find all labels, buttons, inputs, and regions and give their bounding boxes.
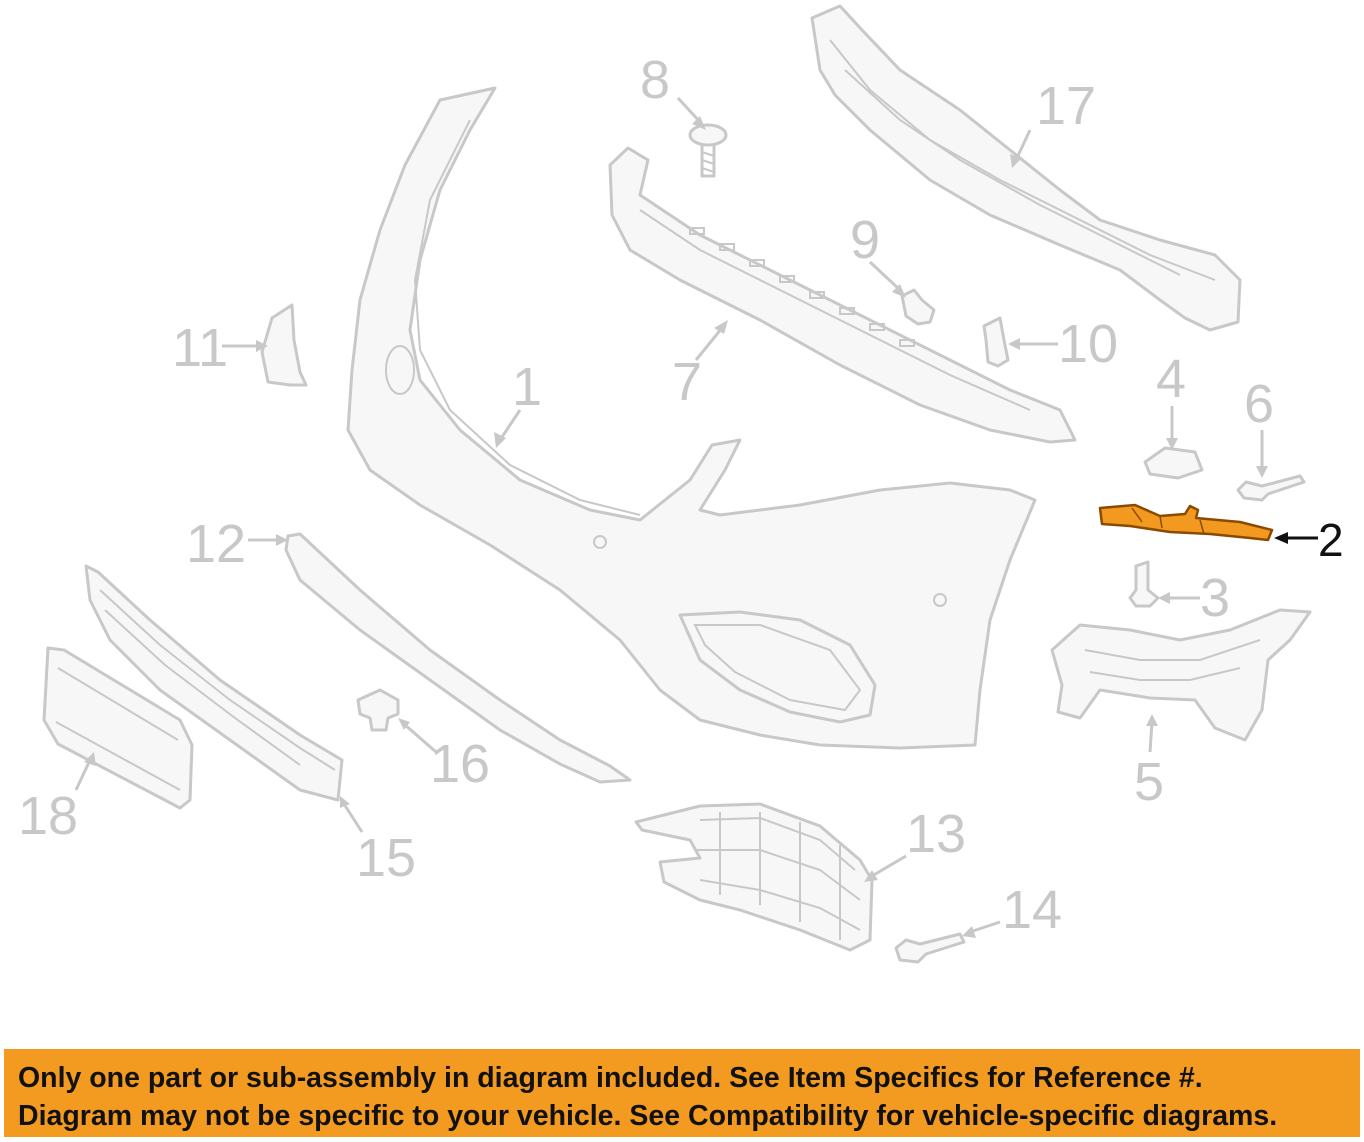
part-2-side-bracket <box>1098 503 1274 542</box>
part-12-trim-strip <box>284 532 632 784</box>
part-14-rivet <box>894 932 966 964</box>
callout-10: 10 <box>1058 314 1118 374</box>
callout-13: 13 <box>906 804 966 864</box>
part-16-clip <box>356 688 400 732</box>
part-7-absorber <box>608 146 1077 444</box>
callout-14: 14 <box>1002 880 1062 940</box>
part-15-lower-grille <box>84 564 344 802</box>
part-10-bracket <box>982 316 1010 368</box>
callout-9: 9 <box>850 210 880 270</box>
callout-18: 18 <box>18 786 78 846</box>
callout-12: 12 <box>186 514 246 574</box>
parts-diagram: 1 2 3 4 5 6 7 8 9 10 11 12 13 14 15 16 1… <box>18 4 1344 964</box>
part-4-clip-nut <box>1143 446 1204 480</box>
disclaimer-line-1: Only one part or sub-assembly in diagram… <box>18 1062 1203 1094</box>
callout-15: 15 <box>356 828 416 888</box>
disclaimer-line-2: Diagram may not be specific to your vehi… <box>18 1100 1278 1132</box>
callout-labels: 1 2 3 4 5 6 7 8 9 10 11 12 13 14 15 16 1… <box>18 50 1344 940</box>
part-17-reinforcement-bar <box>810 4 1242 332</box>
part-9-clip <box>900 288 936 326</box>
part-13-fog-grille <box>634 802 874 952</box>
callout-8: 8 <box>640 50 670 110</box>
callout-5: 5 <box>1134 752 1164 812</box>
part-18-license-bracket <box>42 646 194 810</box>
callout-2: 2 <box>1318 514 1344 566</box>
callout-1: 1 <box>512 357 542 417</box>
callout-16: 16 <box>430 734 490 794</box>
part-8-screw <box>688 123 728 178</box>
part-5-guide-bracket <box>1050 608 1312 742</box>
callout-6: 6 <box>1244 374 1274 434</box>
leader-lines <box>74 96 1318 938</box>
part-6-rivet <box>1236 474 1306 502</box>
disclaimer-banner: Only one part or sub-assembly in diagram… <box>4 1049 1360 1137</box>
part-11-bracket <box>260 303 308 387</box>
part-1-bumper-cover <box>346 86 1037 750</box>
part-3-pin <box>1128 560 1160 608</box>
callout-17: 17 <box>1036 76 1096 136</box>
callout-11: 11 <box>172 318 228 378</box>
callout-7: 7 <box>672 352 702 412</box>
callout-3: 3 <box>1200 568 1230 628</box>
callout-4: 4 <box>1156 349 1186 409</box>
